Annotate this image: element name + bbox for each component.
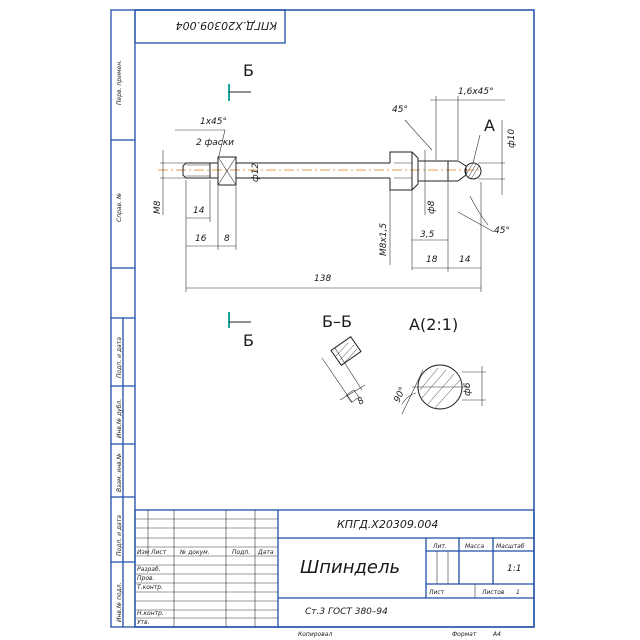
section-mark-bottom: Б bbox=[243, 331, 254, 350]
title-masshtab: Масштаб bbox=[496, 543, 525, 550]
title-col-podp: Подп. bbox=[232, 549, 250, 556]
footer-format-value: А4 bbox=[492, 631, 501, 638]
dim-14-left: 14 bbox=[193, 206, 205, 216]
label-vzam-inv: Взам. инв.№ bbox=[116, 453, 123, 492]
dim-138: 138 bbox=[314, 274, 331, 284]
shaft-main-view bbox=[158, 151, 482, 191]
dim-8: 8 bbox=[224, 234, 230, 244]
title-material: Ст.3 ГОСТ 380–94 bbox=[305, 607, 388, 617]
label-podp-data-2: Подп. и дата bbox=[116, 515, 123, 556]
chamfer-note-1: 1x45° bbox=[200, 117, 227, 127]
label-inv-dubl: Инв.№ дубл. bbox=[116, 399, 123, 438]
title-row-razrab: Разраб. bbox=[137, 566, 161, 573]
title-col-list: Лист bbox=[150, 549, 167, 556]
section-marks: Б Б bbox=[228, 61, 254, 350]
title-listov-label: Листов bbox=[481, 589, 505, 596]
label-podp-data-1: Подп. и дата bbox=[116, 337, 123, 378]
title-row-tkontr: Т.контр. bbox=[137, 584, 163, 591]
view-a-mark: А bbox=[484, 116, 495, 135]
left-strip bbox=[111, 139, 135, 627]
dim-dia-10: ф10 bbox=[507, 129, 517, 148]
title-col-izm: Изм bbox=[137, 549, 150, 556]
section-square-8: 8 bbox=[356, 396, 367, 408]
title-massa: Масса bbox=[465, 543, 484, 550]
chamfer-note-2: 2 фаски bbox=[196, 138, 234, 148]
footer-kopiroval: Копировал bbox=[298, 631, 332, 638]
top-doc-number-box bbox=[134, 9, 286, 44]
title-row-prov: Пров. bbox=[137, 575, 155, 582]
title-list-label: Лист bbox=[428, 589, 445, 596]
dim-angle-45-top: 45° bbox=[392, 105, 408, 115]
title-row-utv: Утв. bbox=[137, 619, 150, 626]
detail-dia-6: ф6 bbox=[463, 382, 473, 396]
title-part-name: Шпиндель bbox=[300, 557, 400, 578]
dim-14-right: 14 bbox=[459, 255, 471, 265]
top-doc-number: КПГД.Х20309.004 bbox=[176, 19, 277, 32]
label-perv-primen: Перв. примен. bbox=[116, 60, 123, 105]
label-sprav-no: Справ. № bbox=[116, 193, 123, 222]
section-title: Б–Б bbox=[322, 312, 352, 331]
section-mark-top: Б bbox=[243, 61, 254, 80]
left-strip-labels: Перв. примен. Справ. № Подп. и дата Инв.… bbox=[116, 60, 123, 622]
dim-3-5: 3,5 bbox=[420, 230, 435, 240]
dim-thread-m8x15: М8х1,5 bbox=[379, 223, 389, 256]
detail-angle-90: 90° bbox=[393, 386, 409, 405]
dimension-lines: 1x45° 2 фаски М8 ф12 14 16 8 138 М8х1,5 … bbox=[153, 87, 517, 292]
footer-format-label: Формат bbox=[452, 631, 477, 638]
title-scale-value: 1:1 bbox=[507, 564, 521, 574]
dim-thread-m8: М8 bbox=[153, 200, 163, 214]
dim-dia-12: ф12 bbox=[251, 163, 261, 182]
dim-18: 18 bbox=[426, 255, 438, 265]
dim-angle-45-bottom: 45° bbox=[494, 226, 510, 236]
dim-chamfer-right: 1,6x45° bbox=[458, 87, 494, 97]
detail-title: А(2:1) bbox=[409, 315, 458, 334]
title-block: Изм Лист № докум. Подп. Дата Разраб. Про… bbox=[134, 509, 535, 628]
title-row-nkontr: Н.контр. bbox=[137, 610, 164, 617]
title-lit: Лит. bbox=[432, 543, 447, 550]
detail-view: А(2:1) 90° ф6 bbox=[393, 315, 486, 415]
title-listov-value: 1 bbox=[516, 589, 520, 596]
dim-dia-8: ф8 bbox=[427, 200, 437, 214]
title-doc-number: КПГД.Х20309.004 bbox=[337, 518, 438, 531]
section-view: Б–Б 8 bbox=[321, 312, 367, 408]
label-inv-podl: Инв.№ подл. bbox=[116, 582, 123, 622]
title-col-ndoc: № докум. bbox=[179, 549, 210, 556]
dim-16: 16 bbox=[195, 234, 207, 244]
title-col-data: Дата bbox=[257, 549, 274, 556]
